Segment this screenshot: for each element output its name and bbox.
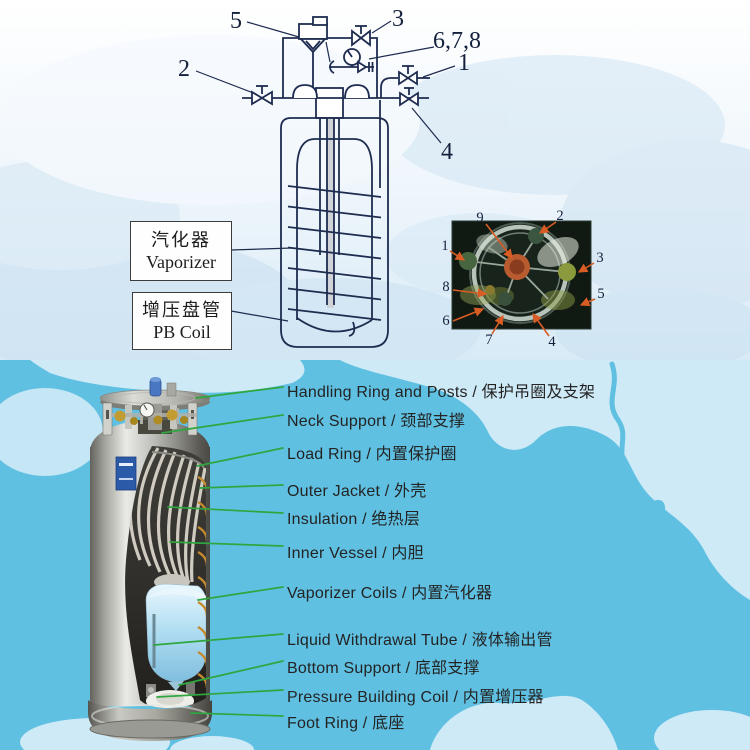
insulation-swirl [128, 446, 206, 583]
pb-coil-label-box: 增压盘管 PB Coil [132, 292, 232, 350]
callout-4: 4 [441, 139, 453, 165]
land-africa [340, 360, 750, 600]
vaporizer-label-en: Vaporizer [146, 252, 216, 272]
part-label-foot-ring: Foot Ring / 底座 [287, 715, 405, 732]
photo-callout-3: 3 [596, 250, 603, 266]
photo-callout-9: 9 [476, 210, 483, 226]
vaporizer-label-box: 汽化器 Vaporizer [130, 221, 232, 281]
check-valve-icon [357, 60, 368, 74]
valve-3-icon [351, 25, 371, 47]
part-label-pressure-building-coil: Pressure Building Coil / 内置增压器 [287, 689, 544, 706]
photo-arrows [449, 221, 596, 337]
land-corner [654, 710, 750, 750]
part-label-liquid-withdrawal-tube: Liquid Withdrawal Tube / 液体输出管 [287, 632, 553, 649]
inner-vessel [145, 583, 206, 683]
callout-5: 5 [230, 8, 242, 34]
callout-3: 3 [392, 6, 404, 32]
land-south [430, 695, 618, 750]
brand-label [115, 456, 137, 491]
vaporizer-label-zh: 汽化器 [151, 229, 211, 250]
part-leader-lines [153, 386, 284, 717]
schematic-leaders [195, 20, 456, 322]
load-ring [151, 451, 205, 469]
part-label-load-ring: Load Ring / 内置保护圈 [287, 446, 457, 463]
photo-callout-5: 5 [597, 286, 604, 302]
land-europe-strip [30, 360, 305, 393]
head-plumbing [112, 402, 196, 425]
photo-callout-4: 4 [548, 334, 556, 350]
part-label-insulation: Insulation / 绝热层 [287, 511, 421, 528]
photo-callouts: 9 2 1 3 8 5 6 7 4 [441, 208, 604, 350]
photo-callout-1: 1 [441, 238, 448, 254]
part-label-outer-jacket: Outer Jacket / 外壳 [287, 483, 427, 500]
vaporizer-coil-schematic [287, 185, 382, 321]
cylinder-cutaway-render [88, 377, 212, 741]
pb-coil-label-en: PB Coil [153, 322, 211, 342]
callout-2: 2 [178, 56, 190, 82]
land-patch-left [0, 388, 103, 476]
part-label-neck-support: Neck Support / 颈部支撑 [287, 413, 466, 430]
nile-river [609, 361, 651, 508]
outer-vessel-outline [280, 117, 389, 348]
part-label-bottom-support: Bottom Support / 底部支撑 [287, 660, 480, 677]
callout-1: 1 [458, 50, 470, 76]
valve-2-icon [251, 85, 273, 106]
callout-678: 6,7,8 [433, 28, 481, 54]
valve-4-icon [399, 87, 419, 107]
valve-1-icon [398, 65, 418, 86]
photo-callout-6: 6 [442, 313, 449, 329]
schematic-callouts: 5 3 6,7,8 2 1 4 [178, 6, 481, 165]
pb-coil-label-zh: 增压盘管 [142, 299, 222, 320]
part-label-handling-ring: Handling Ring and Posts / 保护吊圈及支架 [287, 384, 596, 401]
inner-flask-outline [296, 138, 373, 320]
photo-callout-8: 8 [442, 279, 449, 295]
gauge-icon [343, 48, 361, 67]
photo-callout-7: 7 [485, 332, 492, 348]
part-label-vaporizer-coils: Vaporizer Coils / 内置汽化器 [287, 585, 493, 602]
part-label-inner-vessel: Inner Vessel / 内胆 [287, 545, 424, 562]
piping-schematic [195, 16, 456, 348]
relief-device [298, 16, 328, 92]
photo-callout-2: 2 [556, 208, 563, 224]
valve-assembly-photo: 9 2 1 3 8 5 6 7 4 [441, 208, 604, 350]
